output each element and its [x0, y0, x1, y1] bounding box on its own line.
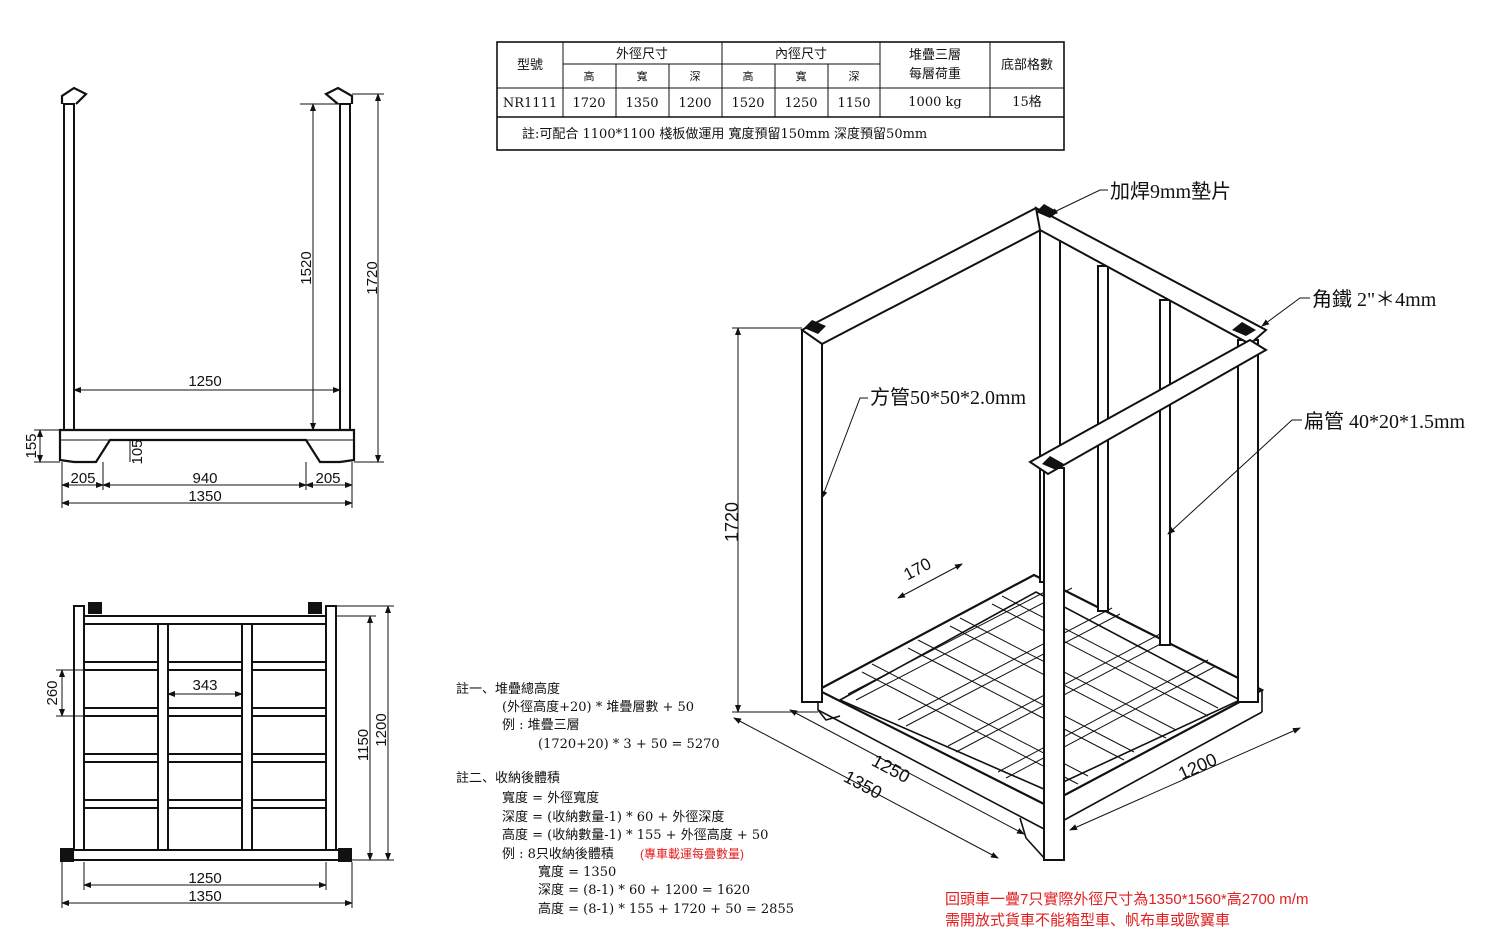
iso-view: 加焊9mm墊片 角鐵 2"＊4mm 方管50*50*2.0mm 扁管 40*20… [722, 180, 1466, 862]
note2-example: 例 : 8只收納後體積 [502, 847, 614, 862]
front-dim-205-right: 205 [315, 470, 340, 487]
th-inner-h: 高 [743, 69, 754, 83]
front-dim-205-left: 205 [70, 470, 95, 487]
front-dim-1350: 1350 [188, 488, 221, 505]
th-load-2: 每層荷重 [909, 66, 961, 82]
note2-calc-height: 高度 = (8-1) * 155 + 1720 + 50 = 2855 [538, 901, 794, 917]
top-dim-260: 260 [44, 680, 61, 705]
th-outer-d: 深 [690, 70, 701, 83]
th-outer-w: 寬 [637, 69, 648, 83]
note2-width: 寬度 = 外徑寬度 [502, 790, 599, 806]
remark-line2: 需開放式貨車不能箱型車、帆布車或歐翼車 [945, 912, 1230, 929]
label-shim: 加焊9mm墊片 [1110, 180, 1231, 203]
front-dim-155: 155 [23, 433, 40, 458]
label-angle-iron: 角鐵 2"＊4mm [1312, 287, 1437, 311]
front-dim-1520: 1520 [298, 251, 315, 284]
top-dim-1350: 1350 [188, 888, 221, 905]
note1-calc: (1720+20) * 3 + 50 = 5270 [538, 737, 720, 752]
front-dim-105: 105 [129, 439, 146, 464]
front-dim-940: 940 [192, 470, 217, 487]
note2-depth: 深度 = (收納數量-1) * 60 + 外徑深度 [502, 809, 724, 825]
note1-title: 註一、堆疊總高度 [456, 681, 560, 697]
iso-dim-170: 170 [900, 554, 934, 584]
notes: 註一、堆疊總高度 (外徑高度+20) * 堆疊層數 + 50 例 : 堆疊三層 … [456, 681, 794, 917]
label-flat-tube: 扁管 40*20*1.5mm [1304, 410, 1466, 433]
front-dim-1250: 1250 [188, 373, 221, 390]
top-dim-1250: 1250 [188, 870, 221, 887]
td-inner-h: 1520 [731, 96, 764, 111]
front-view: 1520 1720 1250 155 105 205 940 205 1350 [23, 86, 384, 508]
td-grid: 15格 [1012, 94, 1042, 110]
note2-example-red: (專車載運每疊數量) [640, 846, 744, 861]
spec-table: 型號 外徑尺寸 內徑尺寸 堆疊三層 每層荷重 底部格數 高 寬 深 高 寬 深 … [496, 41, 1065, 151]
td-inner-w: 1250 [784, 96, 817, 111]
th-inner: 內徑尺寸 [775, 47, 827, 62]
front-dim-1720: 1720 [364, 261, 381, 294]
remark: 回頭車一疊7只實際外徑尺寸為1350*1560*高2700 m/m 需開放式貨車… [945, 890, 1308, 929]
th-outer: 外徑尺寸 [616, 47, 668, 62]
th-load-1: 堆疊三層 [909, 48, 961, 63]
td-outer-w: 1350 [625, 96, 658, 111]
th-grid: 底部格數 [1001, 57, 1053, 73]
note1-example: 例 : 堆疊三層 [502, 718, 580, 733]
top-dim-1200: 1200 [373, 713, 390, 746]
top-dim-1150: 1150 [355, 729, 372, 761]
td-inner-d: 1150 [837, 96, 870, 111]
th-inner-w: 寬 [796, 69, 807, 83]
top-view: 260 343 1150 1200 1250 1350 [44, 602, 394, 908]
td-model: NR1111 [503, 96, 557, 111]
th-model: 型號 [517, 58, 543, 73]
td-outer-d: 1200 [678, 96, 711, 111]
table-note: 註:可配合 1100*1100 棧板做運用 寬度預留150mm 深度預留50mm [522, 126, 927, 142]
remark-line1: 回頭車一疊7只實際外徑尺寸為1350*1560*高2700 m/m [945, 890, 1308, 908]
note2-height: 高度 = (收納數量-1) * 155 + 外徑高度 + 50 [502, 827, 768, 843]
label-square-tube: 方管50*50*2.0mm [870, 386, 1027, 409]
iso-dim-1200: 1200 [1175, 749, 1220, 784]
note1-formula: (外徑高度+20) * 堆疊層數 + 50 [502, 699, 694, 715]
note2-calc-width: 寬度 = 1350 [538, 864, 616, 880]
td-outer-h: 1720 [572, 96, 605, 111]
note2-title: 註二、收納後體積 [456, 771, 560, 786]
th-outer-h: 高 [584, 69, 595, 83]
note2-calc-depth: 深度 = (8-1) * 60 + 1200 = 1620 [538, 882, 750, 898]
top-dim-343: 343 [192, 677, 217, 694]
th-inner-d: 深 [849, 70, 860, 83]
td-load: 1000 kg [908, 95, 961, 110]
iso-dim-1720: 1720 [722, 502, 742, 542]
